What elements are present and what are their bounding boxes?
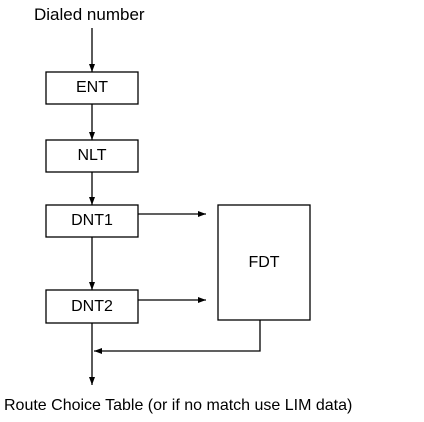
fdt-box	[217, 204, 311, 321]
node-dnt2: DNT2	[71, 297, 113, 315]
node-nlt: NLT	[77, 147, 107, 164]
input-label: Dialed number	[34, 5, 145, 24]
nlt-box	[45, 139, 139, 173]
node-dnt1: DNT1	[71, 212, 113, 229]
node-ent: ENT	[76, 79, 108, 96]
output-label: Route Choice Table (or if no match use L…	[4, 397, 353, 414]
ent-box	[45, 71, 139, 105]
node-fdt: FDT	[248, 253, 280, 271]
arrow-fdt-return	[94, 320, 261, 354]
dnt2-box	[45, 289, 139, 324]
